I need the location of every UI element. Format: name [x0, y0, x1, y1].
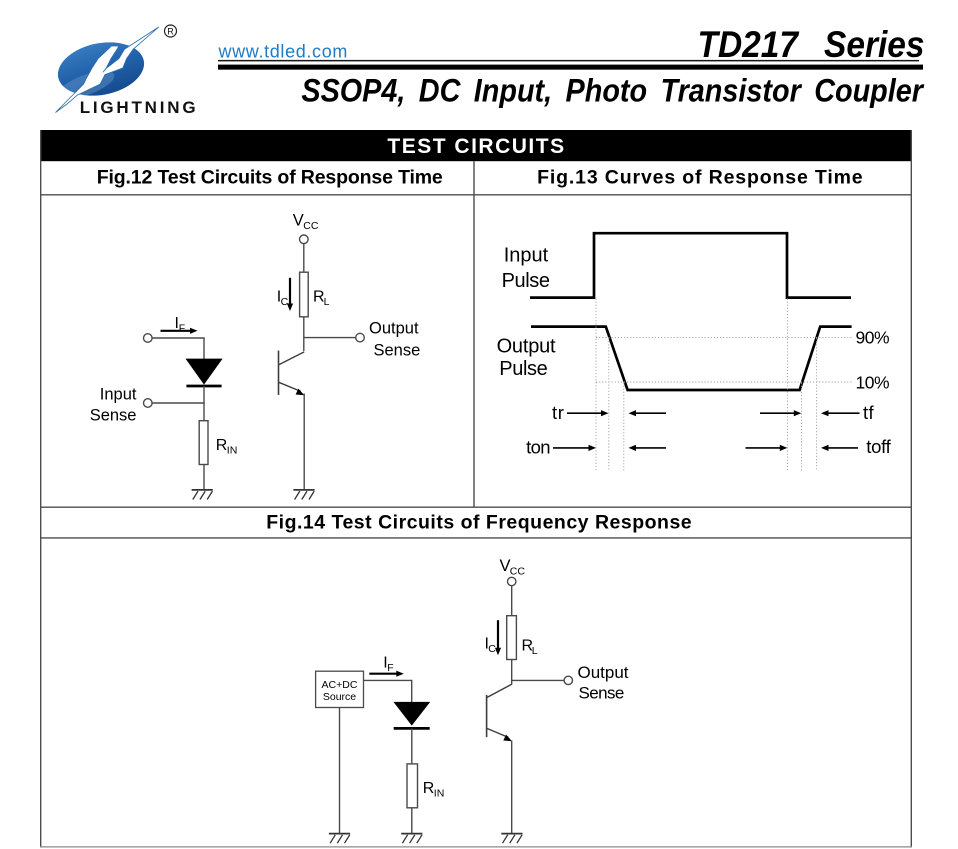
- svg-text:Fig.12 Test Circuits of Respon: Fig.12 Test Circuits of Response Time: [97, 167, 443, 189]
- svg-text:CC: CC: [303, 220, 319, 232]
- svg-text:R: R: [313, 289, 325, 306]
- svg-text:Output: Output: [497, 336, 556, 358]
- svg-text:Output: Output: [369, 320, 419, 338]
- svg-text:V: V: [500, 557, 511, 575]
- svg-text:Fig.13 Curves of Response Time: Fig.13 Curves of Response Time: [537, 167, 863, 189]
- svg-text:I: I: [383, 655, 387, 672]
- svg-text:C: C: [488, 643, 496, 655]
- svg-text:R: R: [216, 437, 228, 454]
- svg-text:SSOP4, DC Input, Photo Transis: SSOP4, DC Input, Photo Transistor Couple…: [301, 73, 925, 109]
- svg-text:IN: IN: [227, 445, 238, 457]
- svg-text:LIGHTNING: LIGHTNING: [80, 98, 199, 117]
- svg-text:www.tdled.com: www.tdled.com: [218, 42, 349, 62]
- svg-text:tr: tr: [552, 402, 565, 423]
- svg-text:Input: Input: [100, 386, 137, 404]
- svg-text:ton: ton: [526, 436, 550, 457]
- svg-text:90%: 90%: [856, 328, 890, 348]
- svg-text:I: I: [175, 315, 179, 332]
- svg-text:Output: Output: [578, 663, 629, 682]
- svg-text:Pulse: Pulse: [499, 358, 547, 380]
- svg-text:Sense: Sense: [579, 684, 624, 703]
- svg-text:R: R: [167, 26, 174, 36]
- svg-text:I: I: [485, 636, 489, 653]
- svg-text:10%: 10%: [856, 372, 890, 392]
- svg-text:IN: IN: [434, 788, 445, 800]
- svg-text:Pulse: Pulse: [502, 270, 550, 292]
- svg-text:toff: toff: [866, 436, 891, 457]
- svg-text:R: R: [522, 638, 534, 655]
- svg-text:tf: tf: [863, 402, 875, 423]
- svg-text:V: V: [293, 211, 304, 229]
- svg-text:F: F: [179, 323, 185, 335]
- svg-text:Sense: Sense: [374, 342, 421, 360]
- svg-text:Sense: Sense: [90, 407, 137, 425]
- svg-text:CC: CC: [510, 565, 526, 577]
- svg-text:Input: Input: [504, 245, 549, 267]
- svg-text:L: L: [532, 645, 538, 657]
- svg-text:C: C: [281, 296, 289, 308]
- svg-text:TEST CIRCUITS: TEST CIRCUITS: [387, 135, 565, 158]
- svg-text:Fig.14 Test Circuits of Freque: Fig.14 Test Circuits of Frequency Respon…: [266, 512, 692, 534]
- svg-text:L: L: [324, 296, 330, 308]
- svg-text:F: F: [387, 662, 393, 674]
- svg-text:TD217 Series: TD217 Series: [698, 25, 925, 66]
- svg-text:R: R: [423, 780, 435, 797]
- svg-text:AC+DC: AC+DC: [322, 679, 358, 691]
- svg-text:I: I: [277, 289, 281, 306]
- svg-text:Source: Source: [323, 691, 356, 703]
